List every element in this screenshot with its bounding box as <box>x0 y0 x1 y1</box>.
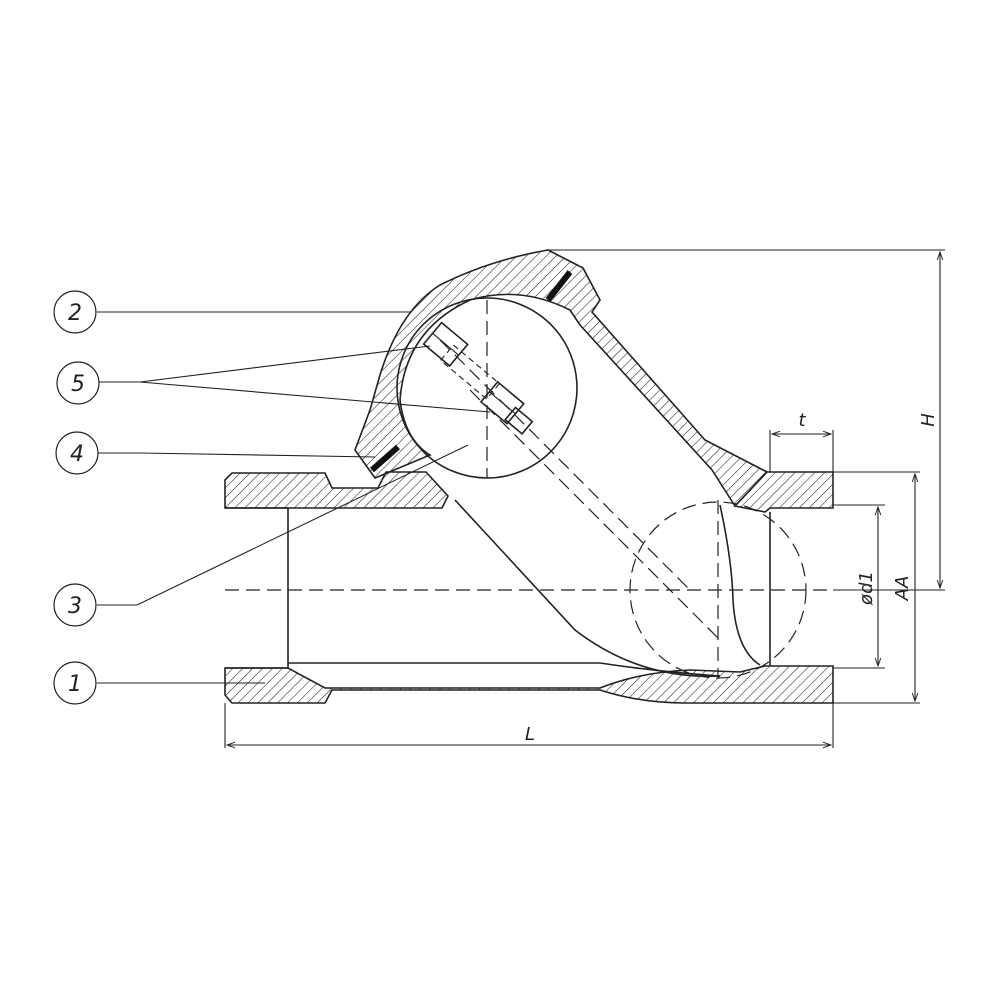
strainer-cap <box>354 249 769 508</box>
balloon-2: 2 <box>53 290 97 334</box>
dim-AA-label: AA <box>892 576 913 602</box>
balloon-4: 4 <box>55 431 99 475</box>
balloon-5-label: 5 <box>71 372 85 397</box>
body-bottom-wall <box>224 665 834 704</box>
balloon-3-label: 3 <box>68 594 82 619</box>
gasket-upper <box>545 270 573 302</box>
gasket-lower <box>370 444 400 473</box>
valve-body <box>224 471 834 704</box>
dim-L-label: L <box>525 724 535 745</box>
dim-d1-label: ød1 <box>856 571 877 606</box>
dim-H-label: H <box>918 413 939 427</box>
nut-assembly <box>422 321 534 435</box>
cap-shell <box>354 249 769 508</box>
dim-t-label: t <box>798 410 806 431</box>
balloon-2-label: 2 <box>68 301 82 326</box>
balloon-5: 5 <box>56 361 100 405</box>
dimension-lines: t L H AA ød1 <box>224 249 945 748</box>
balloon-3: 3 <box>53 583 97 627</box>
balloon-4-label: 4 <box>70 442 84 467</box>
body-top-wall-left <box>224 471 449 509</box>
leader-lines <box>97 311 491 684</box>
balloon-1: 1 <box>53 661 97 705</box>
filter-screen <box>225 300 833 679</box>
balloon-1-label: 1 <box>68 672 82 697</box>
